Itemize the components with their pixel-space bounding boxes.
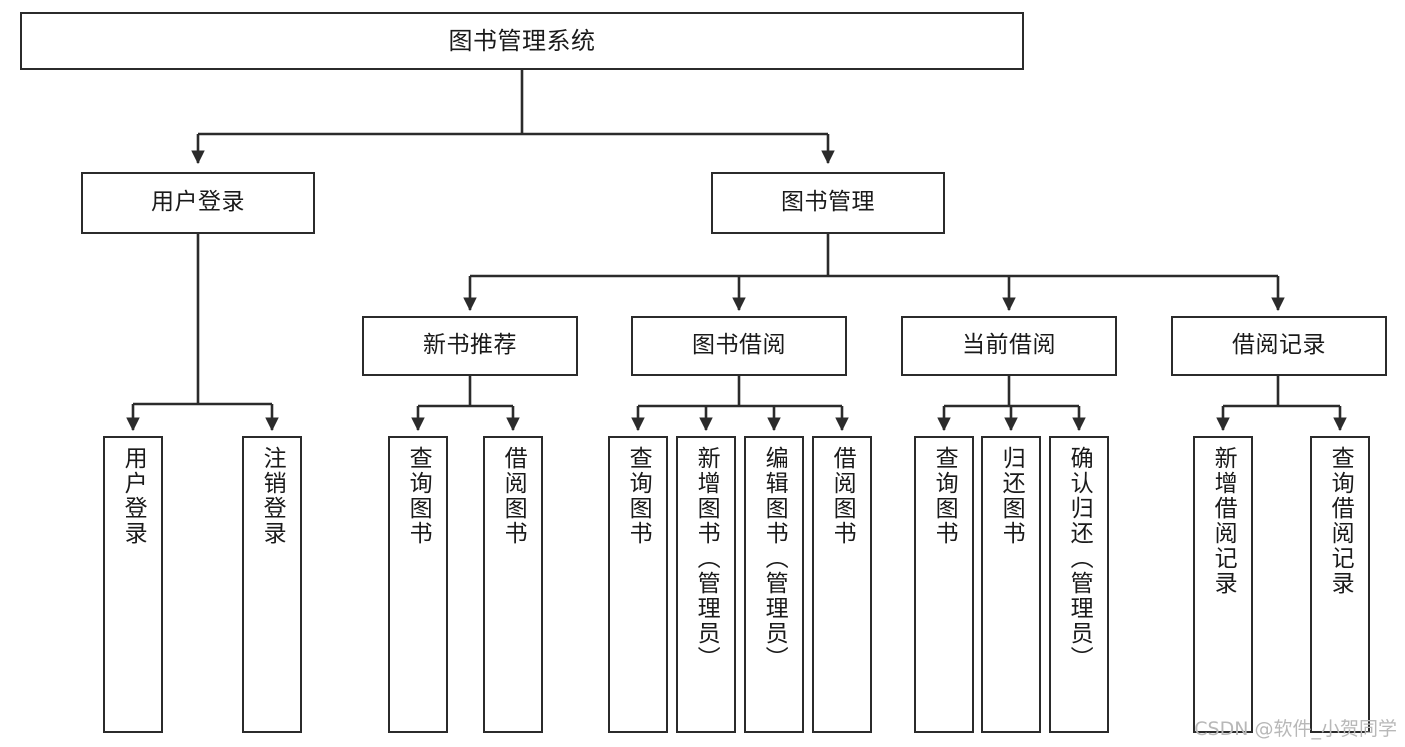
leaf-logout-login[interactable]: 注销登录 xyxy=(242,436,302,733)
node-label: 新增借阅记录 xyxy=(1210,446,1237,596)
leaf-query-book-recommend[interactable]: 查询图书 xyxy=(388,436,448,733)
node-label: 新增图书（管理员） xyxy=(693,446,720,671)
leaf-borrow-book-recommend[interactable]: 借阅图书 xyxy=(483,436,543,733)
leaf-return-book[interactable]: 归还图书 xyxy=(981,436,1041,733)
leaf-confirm-return-admin[interactable]: 确认归还（管理员） xyxy=(1049,436,1109,733)
node-label: 新书推荐 xyxy=(423,332,517,359)
node-label: 确认归还（管理员） xyxy=(1066,446,1093,671)
node-label: 查询图书 xyxy=(625,446,652,546)
leaf-edit-book-admin[interactable]: 编辑图书（管理员） xyxy=(744,436,804,733)
node-label: 图书借阅 xyxy=(692,332,786,359)
node-label: 当前借阅 xyxy=(962,332,1056,359)
node-label: 用户登录 xyxy=(151,189,245,216)
leaf-query-book-borrow[interactable]: 查询图书 xyxy=(608,436,668,733)
node-book-management[interactable]: 图书管理 xyxy=(711,172,945,234)
leaf-add-book-admin[interactable]: 新增图书（管理员） xyxy=(676,436,736,733)
node-current-borrow[interactable]: 当前借阅 xyxy=(901,316,1117,376)
node-label: 归还图书 xyxy=(998,446,1025,546)
node-label: 编辑图书（管理员） xyxy=(761,446,788,671)
node-label: 查询图书 xyxy=(931,446,958,546)
node-label: 注销登录 xyxy=(259,446,286,546)
node-user-login[interactable]: 用户登录 xyxy=(81,172,315,234)
node-label: 图书管理 xyxy=(781,189,875,216)
node-new-book-recommend[interactable]: 新书推荐 xyxy=(362,316,578,376)
node-label: 借阅记录 xyxy=(1232,332,1326,359)
leaf-add-borrow-record[interactable]: 新增借阅记录 xyxy=(1193,436,1253,733)
node-book-borrow[interactable]: 图书借阅 xyxy=(631,316,847,376)
node-root-book-management-system[interactable]: 图书管理系统 xyxy=(20,12,1024,70)
leaf-user-login[interactable]: 用户登录 xyxy=(103,436,163,733)
node-label: 查询图书 xyxy=(405,446,432,546)
watermark-text: CSDN @软件_小贺同学 xyxy=(1194,718,1397,740)
leaf-query-borrow-record[interactable]: 查询借阅记录 xyxy=(1310,436,1370,733)
node-borrow-record[interactable]: 借阅记录 xyxy=(1171,316,1387,376)
node-label: 借阅图书 xyxy=(829,446,856,546)
node-label: 借阅图书 xyxy=(500,446,527,546)
node-label: 用户登录 xyxy=(120,446,147,546)
node-label: 图书管理系统 xyxy=(448,26,596,55)
leaf-borrow-book-borrow[interactable]: 借阅图书 xyxy=(812,436,872,733)
leaf-query-book-current[interactable]: 查询图书 xyxy=(914,436,974,733)
node-label: 查询借阅记录 xyxy=(1327,446,1354,596)
